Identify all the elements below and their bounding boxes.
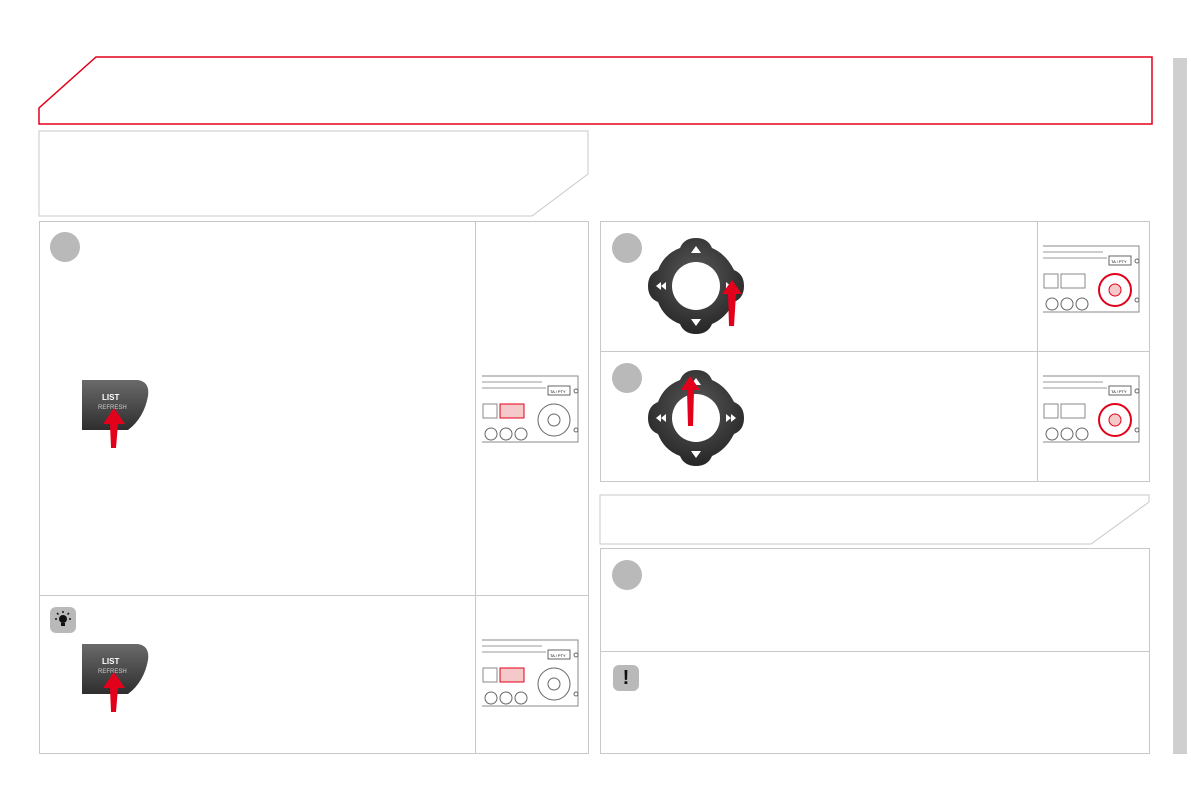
exclamation-icon: ! <box>613 665 639 691</box>
right-panel-divider <box>600 351 1150 352</box>
list-refresh-button-illustration: LIST REFRESH <box>82 644 149 712</box>
lightbulb-icon <box>50 607 76 633</box>
section-heading-box <box>599 494 1150 545</box>
radio-front-panel-illustration: TA / PTY <box>482 375 579 443</box>
ta-pty-label: TA / PTY <box>550 653 566 658</box>
radio-front-panel-illustration: TA / PTY <box>1043 375 1140 443</box>
directional-pad-icon <box>648 370 744 466</box>
refresh-button-label: REFRESH <box>98 405 127 411</box>
ta-pty-label: TA / PTY <box>550 389 566 394</box>
section-heading-box <box>38 130 589 217</box>
ta-pty-label: TA / PTY <box>1111 259 1127 264</box>
left-panel-divider <box>39 595 589 596</box>
step-number-circle <box>612 560 642 590</box>
list-refresh-button-illustration: LIST REFRESH <box>82 380 149 448</box>
left-panel-column-divider <box>475 221 476 754</box>
right-panel-column-divider <box>1037 221 1038 482</box>
page-edge-strip <box>1173 58 1187 754</box>
step-number-circle <box>612 233 642 263</box>
list-button-label: LIST <box>102 393 119 402</box>
warning-symbol: ! <box>622 666 630 689</box>
right-bottom-divider <box>600 651 1150 652</box>
step-number-circle <box>50 232 80 262</box>
step-number-circle <box>612 363 642 393</box>
refresh-button-label: REFRESH <box>98 669 127 675</box>
radio-front-panel-illustration: TA / PTY <box>1043 245 1140 313</box>
chapter-header <box>38 56 1153 125</box>
ta-pty-label: TA / PTY <box>1111 389 1127 394</box>
list-button-label: LIST <box>102 657 119 666</box>
radio-front-panel-illustration: TA / PTY <box>482 639 579 707</box>
directional-pad-icon <box>648 238 744 334</box>
